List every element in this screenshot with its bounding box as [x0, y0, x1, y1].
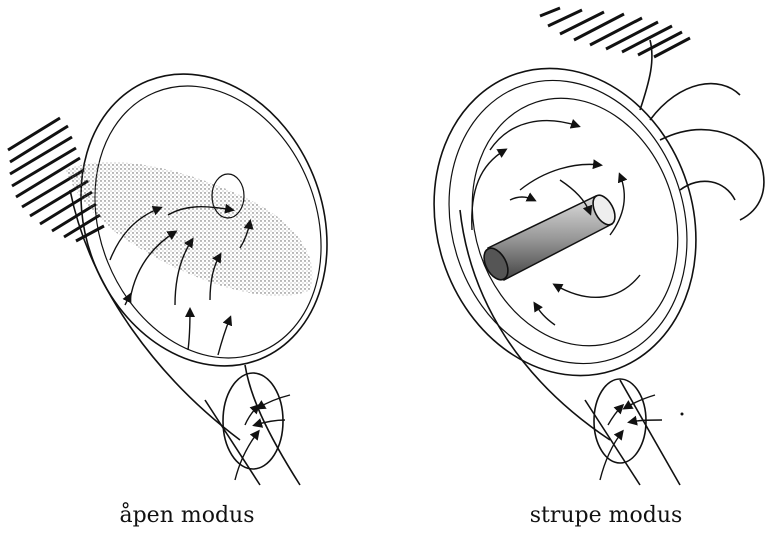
exhaust-curl-1: [650, 84, 740, 120]
choke-mode-diagram: [395, 8, 764, 485]
throat-cylinder: [479, 192, 619, 284]
exhaust-curl-2: [660, 130, 764, 220]
cone-side-left-b: [245, 365, 300, 485]
cone-tail-right: [585, 400, 640, 485]
exhaust-curl-3: [680, 181, 735, 200]
open-mode-caption: åpen modus: [119, 503, 254, 528]
stray-dot: [681, 413, 684, 416]
open-mode-diagram: [8, 37, 370, 485]
choke-mode-caption: strupe modus: [530, 503, 683, 528]
wall-hatching-right: [540, 8, 690, 57]
stippled-vortex-left: [66, 162, 313, 296]
